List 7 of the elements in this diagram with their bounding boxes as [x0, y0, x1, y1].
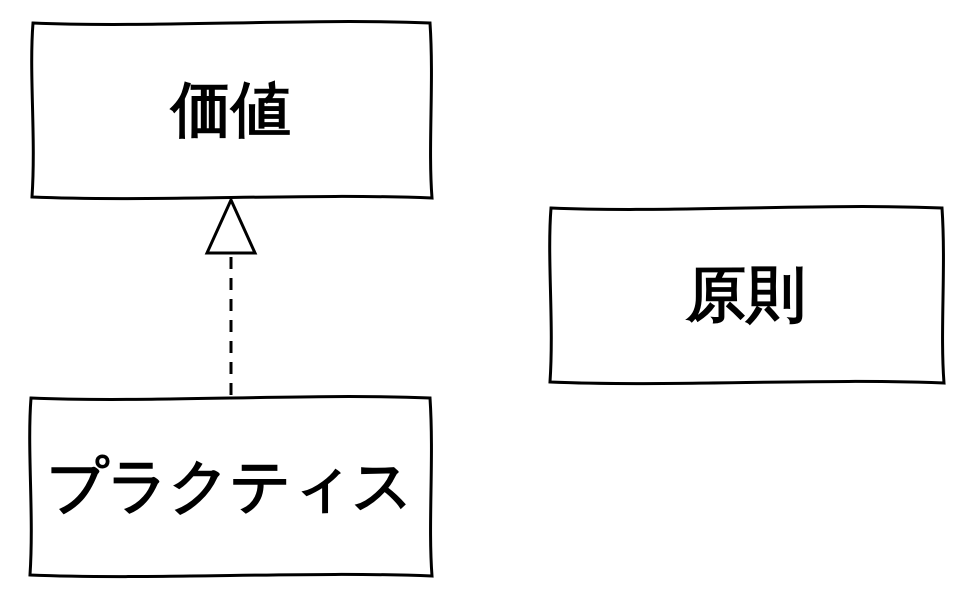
wavy-box [548, 205, 944, 385]
box-label: 原則 [686, 258, 806, 332]
realization-arrow [206, 198, 256, 395]
box-label: プラクティス [47, 450, 413, 523]
box-label: 価値 [171, 74, 291, 146]
wavy-box [28, 395, 432, 578]
wavy-box [30, 20, 432, 200]
